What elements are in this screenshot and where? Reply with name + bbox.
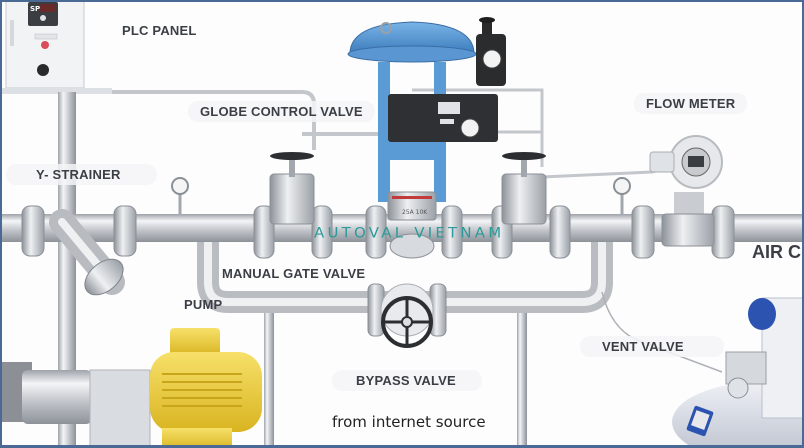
pressure-gauge-icon xyxy=(482,49,502,69)
electric-motor xyxy=(150,352,262,432)
pump-assembly xyxy=(2,328,262,445)
flow-meter xyxy=(649,135,723,247)
label-y-strainer: Y- STRAINER xyxy=(6,164,157,185)
source-caption: from internet source xyxy=(332,413,486,431)
pressure-gauge-left xyxy=(171,177,189,214)
air-compressor-tank xyxy=(672,297,802,445)
positioner xyxy=(388,94,498,142)
flow-meter-display xyxy=(688,156,704,167)
label-manual-gate-valve: MANUAL GATE VALVE xyxy=(222,266,366,281)
label-pump: PUMP xyxy=(184,297,223,312)
bypass-valve xyxy=(367,283,447,348)
manual-gate-valve-left xyxy=(269,152,315,225)
motor-terminal-box xyxy=(170,328,220,356)
selector-switch-icon xyxy=(37,64,49,76)
display-prefix: SP xyxy=(30,5,40,13)
label-plc-panel: PLC PANEL xyxy=(122,23,197,38)
label-flow-meter: FLOW METER xyxy=(634,93,748,114)
flanges xyxy=(21,205,735,259)
plc-panel: SP xyxy=(2,2,112,94)
watermark: AUTOVAL VIETNAM xyxy=(314,224,505,242)
y-strainer xyxy=(49,209,125,296)
label-air-compressor: AIR C xyxy=(752,242,801,262)
valve-body-marking: 25A 10K xyxy=(402,209,428,216)
label-globe-control-valve: GLOBE CONTROL VALVE xyxy=(188,101,375,122)
pressure-gauge-icon xyxy=(460,118,480,138)
manual-gate-valve-right xyxy=(501,152,547,225)
pressure-gauge-right xyxy=(613,177,631,214)
globe-control-valve: 25A 10K xyxy=(347,21,498,259)
handwheel-icon xyxy=(502,152,546,160)
handwheel-icon xyxy=(270,152,314,160)
label-bypass-valve: BYPASS VALVE xyxy=(332,370,482,391)
label-vent-valve: VENT VALVE xyxy=(580,336,724,357)
power-indicator-icon xyxy=(41,41,49,49)
air-filter-regulator xyxy=(476,17,506,86)
